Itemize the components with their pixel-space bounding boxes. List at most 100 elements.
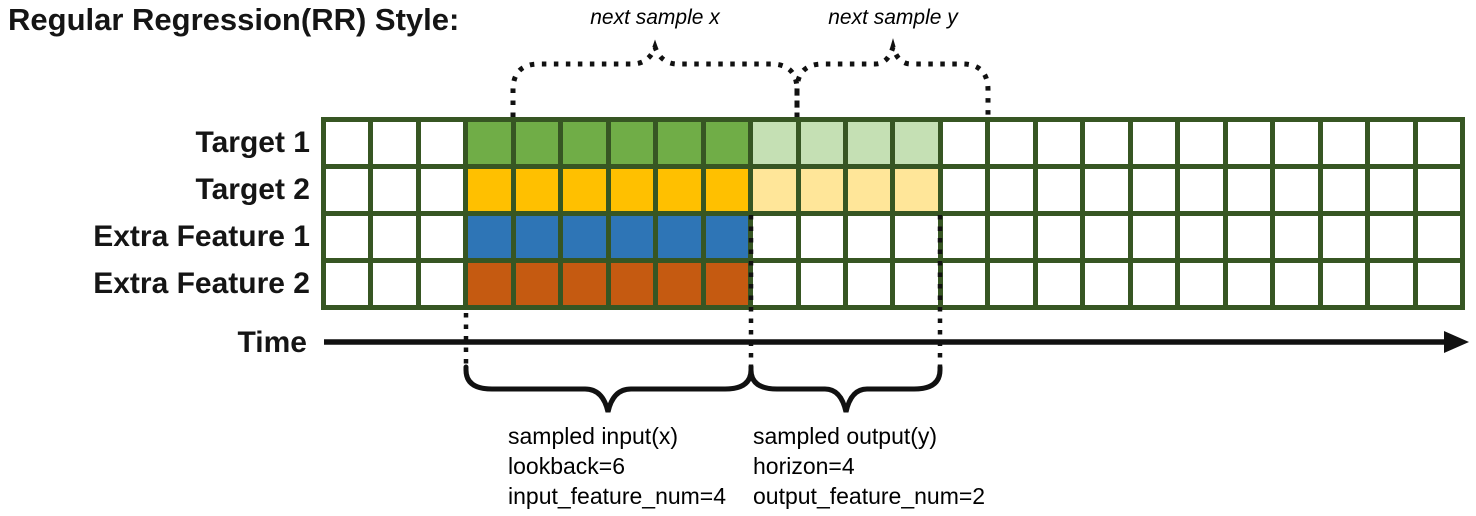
grid-cell: [1275, 122, 1318, 164]
grid-cell: [895, 122, 938, 164]
grid-cell: [610, 122, 654, 164]
grid-cell: [895, 169, 938, 211]
grid-cell: [420, 169, 464, 211]
row-label-extra-feature-2: Extra Feature 2: [93, 267, 310, 300]
sampled-output-title: sampled output(y): [753, 423, 938, 449]
grid-cell: [1227, 263, 1271, 305]
grid-cell: [848, 216, 891, 258]
grid-cell: [1132, 122, 1176, 164]
grid-cell: [705, 169, 749, 211]
grid-cell: [468, 263, 511, 305]
grid-cell: [563, 263, 606, 305]
grid-cell: [515, 263, 559, 305]
next-sample-x-brace: [510, 39, 800, 117]
input-feature-num: input_feature_num=4: [508, 483, 727, 509]
grid-cell: [705, 122, 749, 164]
grid-cell: [1417, 169, 1460, 211]
grid-cell: [1322, 216, 1366, 258]
grid-cell: [990, 216, 1033, 258]
grid-cell: [373, 122, 416, 164]
grid-cell: [1037, 122, 1081, 164]
grid-cell: [373, 216, 416, 258]
grid-cell: [990, 169, 1033, 211]
grid-cell: [563, 216, 606, 258]
grid-cell: [420, 216, 464, 258]
grid-cell: [1132, 169, 1176, 211]
grid-cell: [800, 216, 844, 258]
grid-cell: [990, 263, 1033, 305]
output-feature-num: output_feature_num=2: [753, 483, 986, 509]
grid-cell: [1037, 216, 1081, 258]
lookback-value: lookback=6: [508, 453, 625, 479]
grid-cell: [800, 169, 844, 211]
time-axis-label: Time: [237, 326, 307, 359]
time-arrow-head: [1444, 331, 1469, 353]
grid-cell: [1180, 122, 1223, 164]
grid-cell: [468, 169, 511, 211]
grid-cell: [1037, 263, 1081, 305]
grid-cell: [942, 122, 986, 164]
grid-cell: [705, 216, 749, 258]
sampled-input-brace: [463, 364, 754, 413]
grid-cell: [1180, 263, 1223, 305]
grid-cell: [326, 169, 369, 211]
grid-cell: [420, 122, 464, 164]
grid-cell: [1417, 216, 1460, 258]
grid-cell: [1322, 263, 1366, 305]
sampled-input-title: sampled input(x): [508, 423, 679, 449]
grid-cell: [895, 263, 938, 305]
grid-cell: [658, 216, 701, 258]
grid-cell: [1085, 263, 1128, 305]
grid-cell: [895, 216, 938, 258]
grid-cell: [515, 122, 559, 164]
grid-cell: [848, 263, 891, 305]
grid-cell: [658, 169, 701, 211]
grid-cell: [468, 122, 511, 164]
grid-cell: [1370, 263, 1413, 305]
grid-cell: [1417, 122, 1460, 164]
grid-cell: [800, 263, 844, 305]
grid-cell: [848, 169, 891, 211]
grid-cell: [326, 216, 369, 258]
grid-cell: [373, 263, 416, 305]
grid-cell: [1085, 122, 1128, 164]
grid-cell: [1322, 122, 1366, 164]
grid-cell: [515, 216, 559, 258]
grid-cell: [705, 263, 749, 305]
figure-title: Regular Regression(RR) Style:: [8, 2, 460, 37]
grid-cell: [942, 216, 986, 258]
grid-cell: [1132, 263, 1176, 305]
grid-cell: [753, 263, 796, 305]
sampled-output-brace: [748, 364, 943, 413]
grid-cell: [1227, 169, 1271, 211]
grid-cell: [1227, 216, 1271, 258]
grid-cell: [1370, 216, 1413, 258]
grid-cell: [326, 263, 369, 305]
grid-cell: [800, 122, 844, 164]
next-sample-x-label: next sample x: [590, 6, 720, 29]
grid-cell: [1180, 169, 1223, 211]
grid-cell: [848, 122, 891, 164]
grid-cell: [942, 169, 986, 211]
grid-cell: [1227, 122, 1271, 164]
grid-cell: [563, 122, 606, 164]
grid-cell: [610, 169, 654, 211]
grid-cell: [563, 169, 606, 211]
grid-cell: [1132, 216, 1176, 258]
grid-cell: [990, 122, 1033, 164]
grid-cell: [1370, 122, 1413, 164]
grid-cell: [658, 263, 701, 305]
grid-cell: [1037, 169, 1081, 211]
next-sample-y-label: next sample y: [828, 6, 958, 29]
row-label-extra-feature-1: Extra Feature 1: [93, 220, 310, 253]
grid-cell: [1275, 263, 1318, 305]
grid-cell: [1180, 216, 1223, 258]
grid-cell: [1417, 263, 1460, 305]
grid-cell: [1085, 169, 1128, 211]
grid-cell: [753, 169, 796, 211]
grid-cell: [1085, 216, 1128, 258]
grid-cell: [326, 122, 369, 164]
grid-cell: [1370, 169, 1413, 211]
grid-cell: [373, 169, 416, 211]
